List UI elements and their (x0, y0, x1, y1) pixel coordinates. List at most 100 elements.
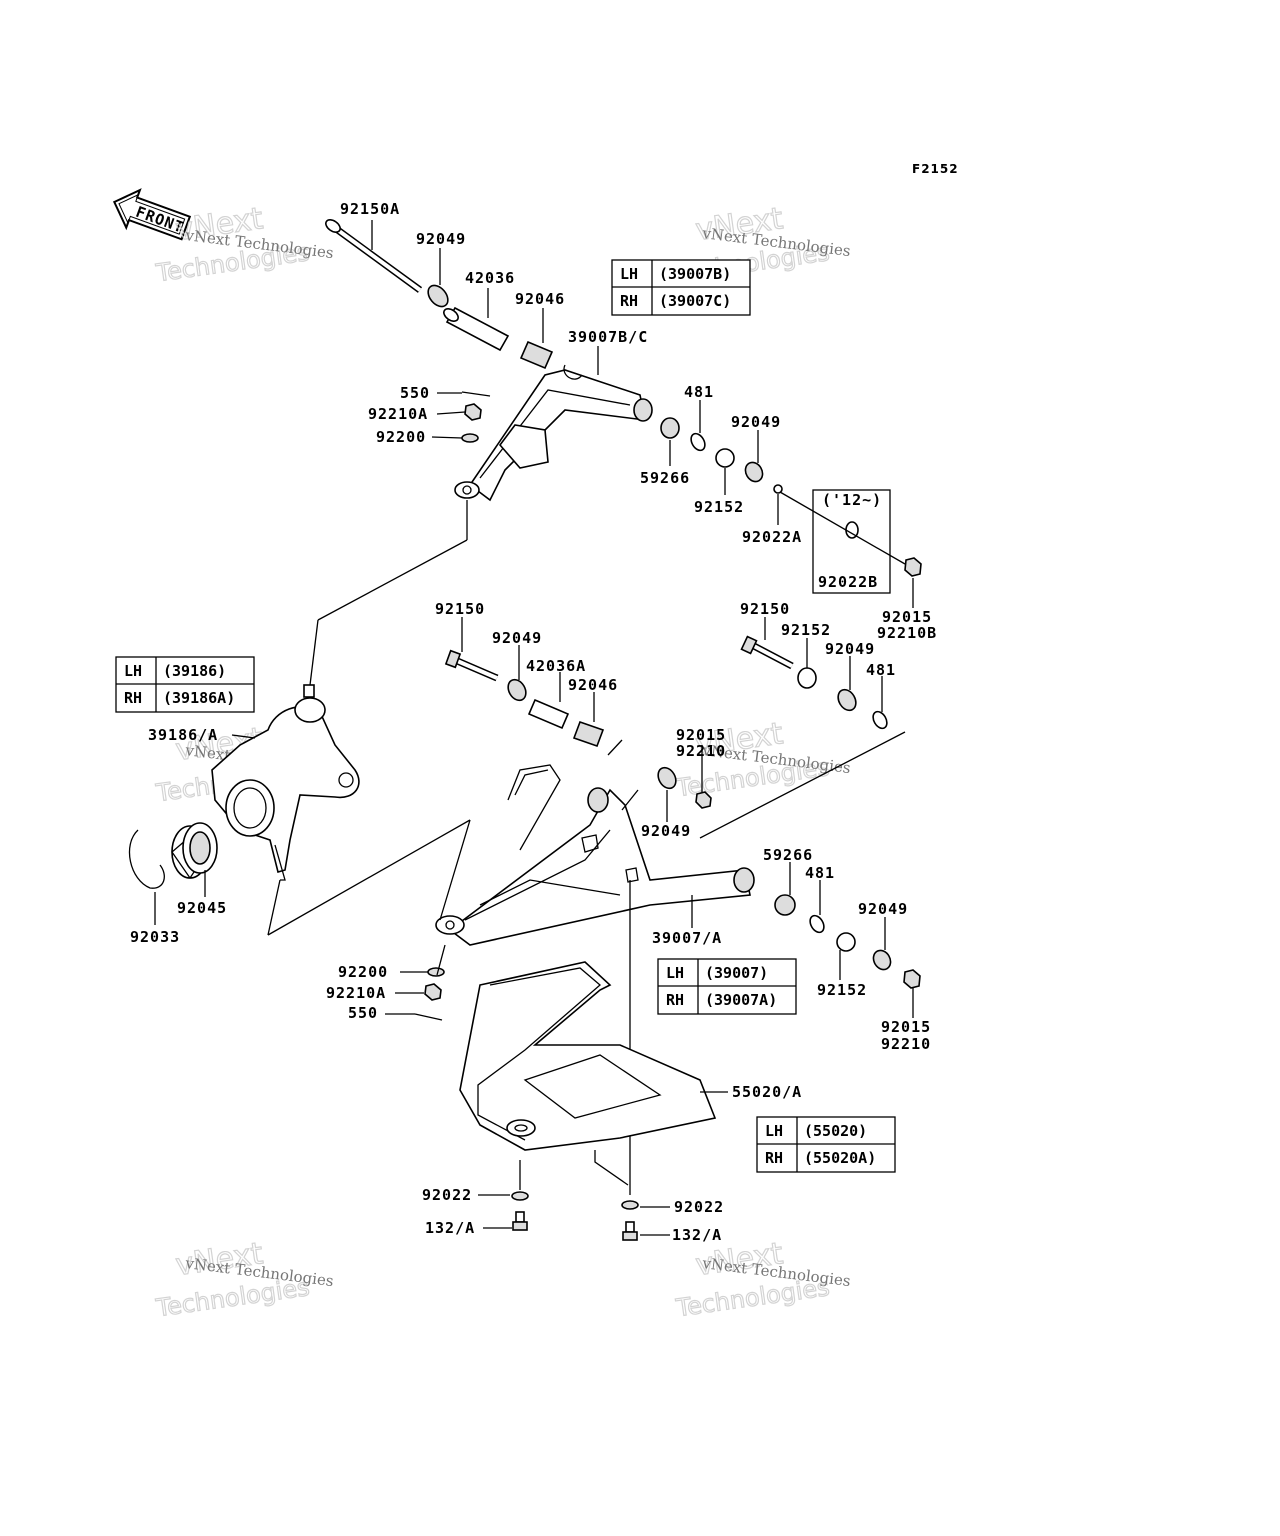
circlip-92033 (128, 829, 165, 889)
label-92022A: 92022A (742, 528, 802, 546)
washer-92200-b (427, 967, 445, 977)
leader-lines-guard (478, 1091, 728, 1236)
label-132A: 132/A (672, 1226, 722, 1244)
label-92152: 92152 (817, 981, 867, 999)
label-92152: 92152 (694, 498, 744, 516)
skid-guard-55020A (459, 961, 717, 1151)
nut-92015-b (695, 791, 712, 809)
label-92049: 92049 (492, 629, 542, 647)
collar-42036 (443, 306, 510, 352)
cotter-pin-550-a (461, 391, 491, 397)
bolt-92150-a (444, 649, 499, 682)
washer-92022-b (621, 1200, 639, 1210)
label-92200: 92200 (338, 963, 388, 981)
knuckle-39186A (211, 684, 360, 881)
label-92049: 92049 (416, 230, 466, 248)
label-92022: 92022 (674, 1198, 724, 1216)
table-guard: LH (55020) RH (55020A) (756, 1116, 896, 1173)
seal-92049-f (872, 949, 892, 971)
bolt-92150A (325, 219, 423, 293)
label-92210A: 92210A (368, 405, 428, 423)
bushing-59266-b (774, 894, 796, 916)
collar-92152-a (715, 448, 735, 468)
label-92150: 92150 (435, 600, 485, 618)
svg-text:LH: LH (666, 964, 684, 982)
upper-arm-assembly (325, 219, 922, 577)
label-92150A: 92150A (340, 200, 400, 218)
label-year: ('12~) (822, 491, 882, 509)
seal-92049-e (657, 766, 677, 790)
washer-92022A (773, 484, 783, 494)
label-55020A: 55020/A (732, 1083, 802, 1101)
svg-text:RH: RH (124, 689, 142, 707)
washer-92200-a (461, 433, 479, 443)
label-92200: 92200 (376, 428, 426, 446)
svg-text:RH: RH (666, 991, 684, 1009)
bolt-132A-b (622, 1221, 638, 1241)
circlip-481-c (809, 914, 825, 934)
label-132A: 132/A (425, 1219, 475, 1237)
label-92033: 92033 (130, 928, 180, 946)
svg-text:(39007B): (39007B) (659, 265, 731, 283)
label-92049: 92049 (641, 822, 691, 840)
label-550: 550 (348, 1004, 378, 1022)
label-92150: 92150 (740, 600, 790, 618)
upper-arm-39007BC (454, 364, 653, 502)
leader-lines-knuckle (154, 734, 256, 925)
svg-text:(39186): (39186) (163, 662, 226, 680)
leader-lines-upper (309, 220, 914, 686)
part-labels: 92150A 92049 42036 92046 39007B/C 550 92… (130, 200, 937, 1244)
label-481: 481 (805, 864, 835, 882)
table-knuckle: LH (39186) RH (39186A) (115, 656, 255, 713)
label-481: 481 (684, 383, 714, 401)
svg-text:(39007A): (39007A) (705, 991, 777, 1009)
bushing-92046-a (519, 340, 554, 370)
bolt-132A-a (512, 1211, 528, 1231)
bushing-59266-a (660, 417, 680, 439)
label-39007BC: 39007B/C (568, 328, 648, 346)
svg-text:RH: RH (620, 292, 638, 310)
label-59266: 59266 (640, 469, 690, 487)
bearing-92045 (171, 822, 218, 880)
seal-92049-b (744, 461, 764, 483)
label-92210: 92210 (881, 1035, 931, 1053)
label-92210B: 92210B (877, 624, 937, 642)
nut-92210A-b (424, 983, 442, 1001)
seal-92049-d (837, 688, 857, 712)
label-92210: 92210 (676, 742, 726, 760)
bushing-92046-b (572, 720, 605, 748)
label-39186A: 39186/A (148, 726, 218, 744)
circlip-481-a (690, 432, 706, 452)
label-92015: 92015 (676, 726, 726, 744)
table-lower-arm: LH (39007) RH (39007A) (657, 958, 797, 1015)
label-481: 481 (866, 661, 896, 679)
washer-92022-a (511, 1191, 529, 1201)
collar-92152-b (797, 667, 817, 689)
svg-text:LH: LH (765, 1122, 783, 1140)
year-box (812, 489, 891, 594)
svg-text:LH: LH (620, 265, 638, 283)
label-92049: 92049 (731, 413, 781, 431)
svg-text:RH: RH (765, 1149, 783, 1167)
label-92045: 92045 (177, 899, 227, 917)
label-92015: 92015 (881, 1018, 931, 1036)
label-92022B: 92022B (818, 573, 878, 591)
nut-92015-c (903, 969, 921, 989)
label-59266: 59266 (763, 846, 813, 864)
label-550: 550 (400, 384, 430, 402)
seal-92049-a (427, 284, 449, 308)
label-39007A: 39007/A (652, 929, 722, 947)
svg-text:LH: LH (124, 662, 142, 680)
svg-text:(39007C): (39007C) (659, 292, 731, 310)
svg-text:(39007): (39007) (705, 964, 768, 982)
circlip-481-b (872, 710, 888, 730)
label-92022: 92022 (422, 1186, 472, 1204)
collar-42036A (527, 698, 570, 730)
label-92049: 92049 (825, 640, 875, 658)
label-42036: 42036 (465, 269, 515, 287)
table-upper-arm: LH (39007B) RH (39007C) (611, 259, 751, 316)
seal-92049-c (507, 678, 527, 702)
svg-text:(55020A): (55020A) (804, 1149, 876, 1167)
leader-lines-lower (267, 617, 914, 1195)
